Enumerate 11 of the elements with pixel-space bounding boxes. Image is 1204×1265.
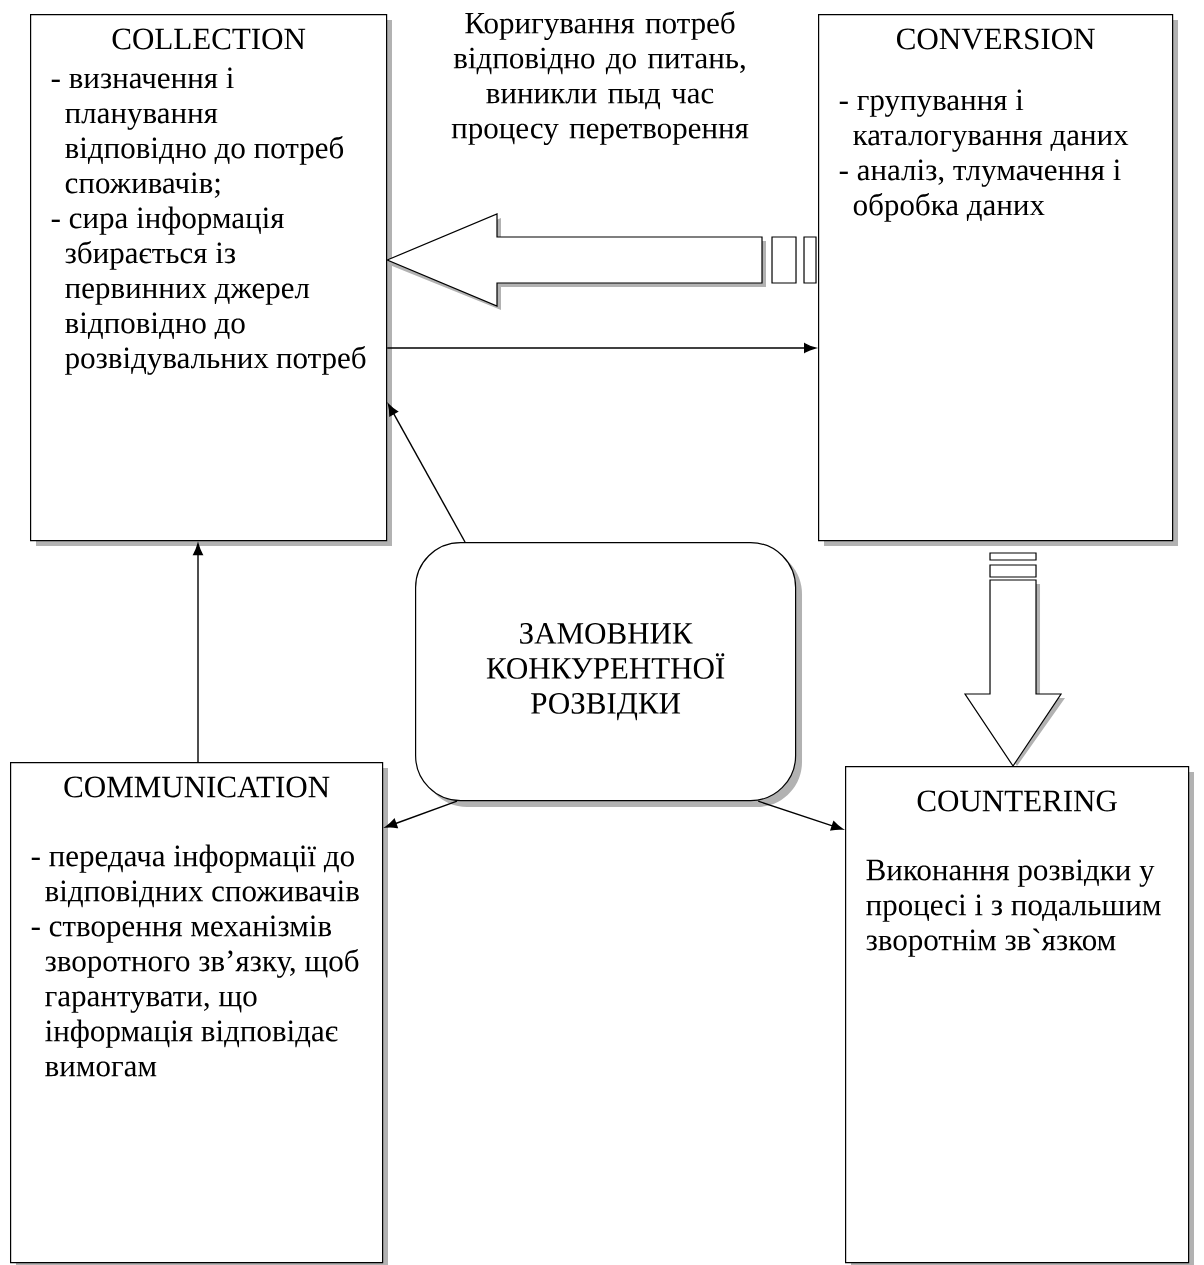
process-box: CONVERSION - групування і каталогування даних - аналіз, тлумачення і обробка даних xyxy=(818,14,1178,546)
process-box: COLLECTION - визначення і планування відповідно до потреб споживачів; - сира інформація збирається із первинних джерел відповідно до розвідувальних потреб xyxy=(30,14,392,546)
process-box: COMMUNICATION - передача інформації до відповідних споживачів - створення механізмів зворотного зв’язку, щоб гарантувати, що інформація відповідає вимогам xyxy=(10,762,388,1265)
arrow xyxy=(757,800,844,831)
rounded-box: ЗАМОВНИК КОНКУРЕНТНОЇ РОЗВІДКИ xyxy=(415,542,802,807)
edge-label: Коригування потреб відповідно до питань, виникли пыд час процесу перетворення xyxy=(428,9,772,147)
process-box: COUNTERING Виконання розвідки у процесі і з подальшим зворотнім зв`язком xyxy=(845,766,1194,1265)
arrow xyxy=(387,403,466,543)
arrow xyxy=(193,543,203,763)
arrow xyxy=(385,800,458,829)
arrow xyxy=(386,343,816,353)
